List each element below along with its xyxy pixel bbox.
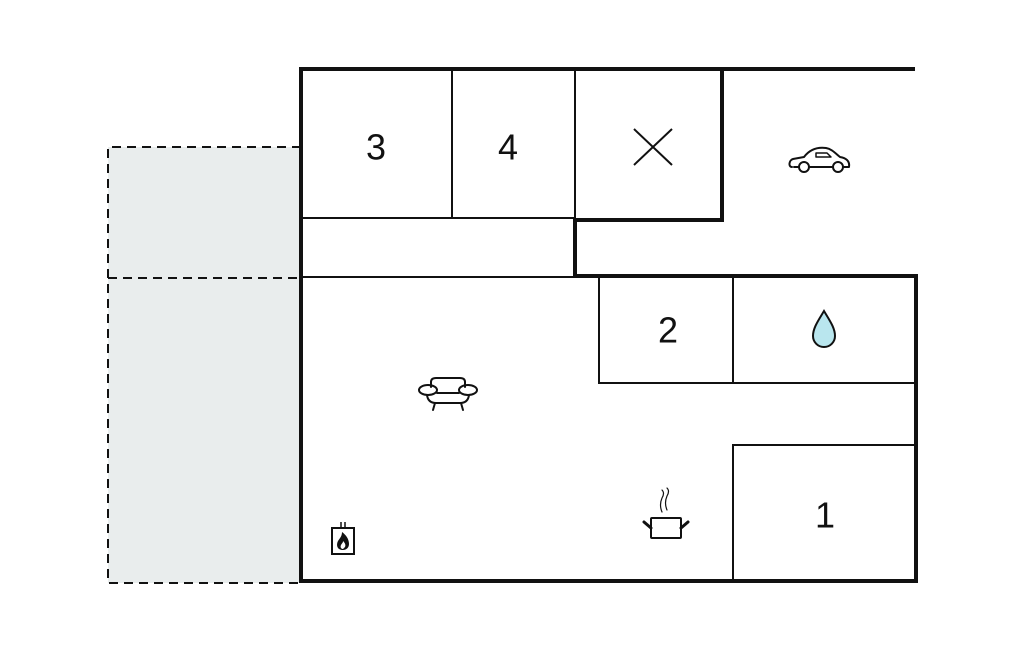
cooking-pot-icon: [642, 487, 690, 539]
room-label-4: 4: [498, 127, 518, 168]
water-drop-icon: [811, 309, 837, 348]
room-label-1: 1: [815, 495, 835, 536]
room-label-2: 2: [658, 310, 678, 351]
closed-room-x-icon: [633, 128, 673, 166]
sofa-icon: [418, 377, 478, 411]
room-label-3: 3: [366, 127, 386, 168]
fireplace-icon: [331, 522, 355, 555]
terrace: [107, 146, 301, 584]
walls: [299, 67, 918, 583]
car-icon: [788, 146, 851, 173]
